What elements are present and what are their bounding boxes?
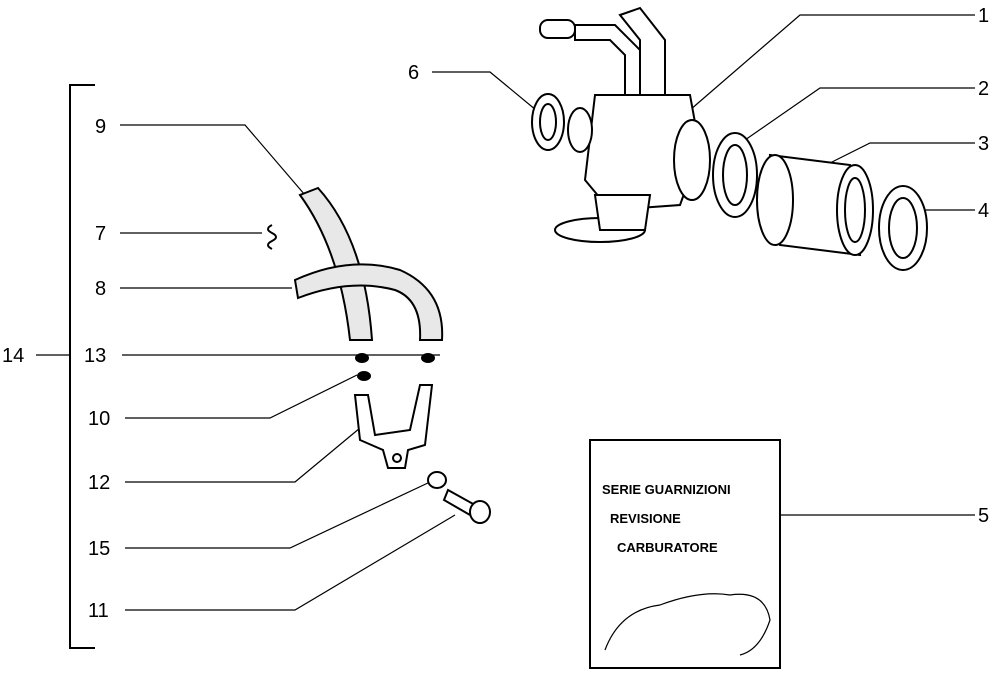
leader-10: [125, 374, 358, 419]
leader-12: [125, 427, 361, 483]
callout-6: 6: [408, 62, 419, 84]
clip-part-13: [355, 353, 435, 381]
callout-14: 14: [2, 345, 24, 367]
y-fitting-part-12: [353, 384, 434, 469]
leader-6: [432, 71, 543, 116]
carburettor-part-1: [539, 6, 711, 243]
hose-part-8: [293, 263, 444, 341]
kit-label-line3: CARBURATORE: [617, 540, 718, 555]
clamp-part-4: [878, 185, 928, 271]
clamp-part-6: [531, 93, 565, 151]
callout-1: 1: [978, 5, 989, 27]
kit-label-line1: SERIE GUARNIZIONI: [602, 482, 731, 497]
group-bracket-14: [69, 84, 95, 649]
callout-5: 5: [978, 505, 989, 527]
kit-label-line2: REVISIONE: [610, 511, 681, 526]
gasket-kit-package-part-5: SERIE GUARNIZIONI REVISIONE CARBURATORE: [589, 439, 781, 669]
callout-4: 4: [978, 200, 989, 222]
intake-sleeve-part-3: [756, 153, 874, 257]
bolt-part-11: [442, 488, 491, 524]
callout-13: 13: [84, 345, 106, 367]
leader-11: [125, 514, 456, 611]
spring-clip-part-7: [267, 224, 277, 250]
callout-11: 11: [88, 600, 109, 622]
callout-15: 15: [88, 538, 110, 560]
callout-2: 2: [978, 78, 989, 100]
callout-numbers: 1 2 3 4 5 6 7 8 9 10 11 12 13 14 15: [2, 5, 989, 622]
leader-9: [120, 124, 306, 196]
leader-1: [689, 14, 975, 111]
washer-part-15: [427, 471, 447, 489]
leader-2: [744, 87, 975, 141]
callout-7: 7: [95, 223, 106, 245]
leader-lines: [36, 14, 975, 649]
callout-12: 12: [88, 472, 110, 494]
leader-15: [125, 481, 431, 549]
callout-9: 9: [95, 116, 106, 138]
gasket-outline: [604, 593, 771, 656]
hose-part-9: [298, 186, 374, 341]
clamp-part-2: [712, 132, 758, 218]
callout-10: 10: [88, 408, 110, 430]
callout-3: 3: [978, 133, 989, 155]
leader-3: [819, 142, 975, 169]
callout-8: 8: [95, 278, 106, 300]
